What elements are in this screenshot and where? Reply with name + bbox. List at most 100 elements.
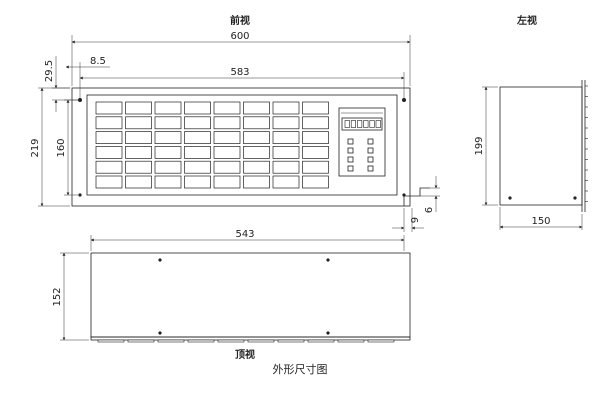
lamp-window [95,131,123,144]
left-view [499,80,588,212]
front-tab [337,339,365,343]
display-digit [350,120,357,128]
lamp-window [125,131,152,144]
mount-hole-tl [78,98,82,102]
display-digit [344,120,350,128]
top-body [90,252,411,338]
front-tab [127,339,155,343]
lamp-window [154,101,182,115]
front-view [71,87,430,207]
display-digit [363,120,369,128]
lamp-window [125,160,152,174]
dim-left-height: 199 [474,86,498,206]
top-hole-b [326,258,330,262]
lamp-window [184,131,211,144]
dim-front-height: 219 [30,87,70,207]
left-view-title: 左视 [516,14,537,27]
annunciator-lamp-grid [95,101,329,189]
lamp-window [302,175,329,189]
lamp-window [243,116,270,130]
left-depth-label: 150 [531,216,550,227]
lamp-window [243,146,270,159]
lamp-window [125,116,152,130]
front-width-label: 600 [230,31,249,42]
mount-hole-tr [402,98,406,102]
front-outer-panel [71,87,411,207]
display-digit [357,120,363,128]
top-view [90,252,411,343]
front-tab [97,339,125,343]
panel-width-label: 583 [230,67,249,78]
lamp-window [184,175,211,189]
lamp-window [243,175,270,189]
left-hole-b [573,196,577,200]
lamp-window [243,131,270,144]
lamp-window [272,131,300,144]
lamp-window [95,101,123,115]
lamp-window [154,175,182,189]
control-module [338,107,386,177]
lamp-window [302,146,329,159]
lamp-window [272,101,300,115]
module-button [367,165,374,172]
lamp-window [125,101,152,115]
front-tab [157,339,185,343]
lamp-window [213,160,241,174]
flange-ticks [585,85,588,202]
lamp-window [213,175,241,189]
top-view-title: 顶视 [235,348,255,361]
module-button [367,138,374,145]
lamp-window [302,160,329,174]
front-tab [367,339,395,343]
front-view-title: 前视 [230,14,250,27]
lamp-window [213,101,241,115]
lamp-window [213,131,241,144]
lamp-window [154,131,182,144]
top-front-flange [90,336,411,341]
module-button [367,147,374,154]
lamp-window [95,160,123,174]
lamp-window [95,116,123,130]
left-hole-a [508,196,512,200]
side-offset-label: 8.5 [90,56,106,67]
lamp-window [272,146,300,159]
top-depth-label: 152 [52,287,63,306]
lamp-window [95,146,123,159]
front-tab [217,339,245,343]
bracket-width-label: 9 [410,217,421,223]
lamp-window [302,131,329,144]
lamp-window [125,146,152,159]
top-hole-d [326,331,330,335]
lamp-window [154,160,182,174]
front-tab [187,339,215,343]
lamp-window [184,101,211,115]
lamp-window [272,116,300,130]
dim-bracket-height: 6 [420,176,440,213]
left-body [499,86,583,206]
dim-front-width: 600 [71,31,411,86]
lamp-window [243,160,270,174]
front-tab [277,339,305,343]
display-digit [375,120,381,128]
lamp-window [154,146,182,159]
module-button [367,156,374,163]
lamp-window [272,175,300,189]
lamp-window [272,160,300,174]
lamp-window [95,175,123,189]
lamp-window [243,101,270,115]
top-front-tabs [97,339,395,343]
module-button [347,165,354,172]
left-height-label: 199 [474,136,485,155]
front-tab [247,339,275,343]
module-button [347,138,354,145]
module-button [347,156,354,163]
dim-bracket-width: 9 [392,208,424,232]
dim-top-depth: 152 [52,252,89,341]
dim-left-depth: 150 [499,207,583,230]
lamp-window [302,101,329,115]
lamp-window [125,175,152,189]
dim-side-offset: 8.5 [65,56,110,98]
dim-panel-height: 160 [56,99,78,196]
lamp-window [213,146,241,159]
